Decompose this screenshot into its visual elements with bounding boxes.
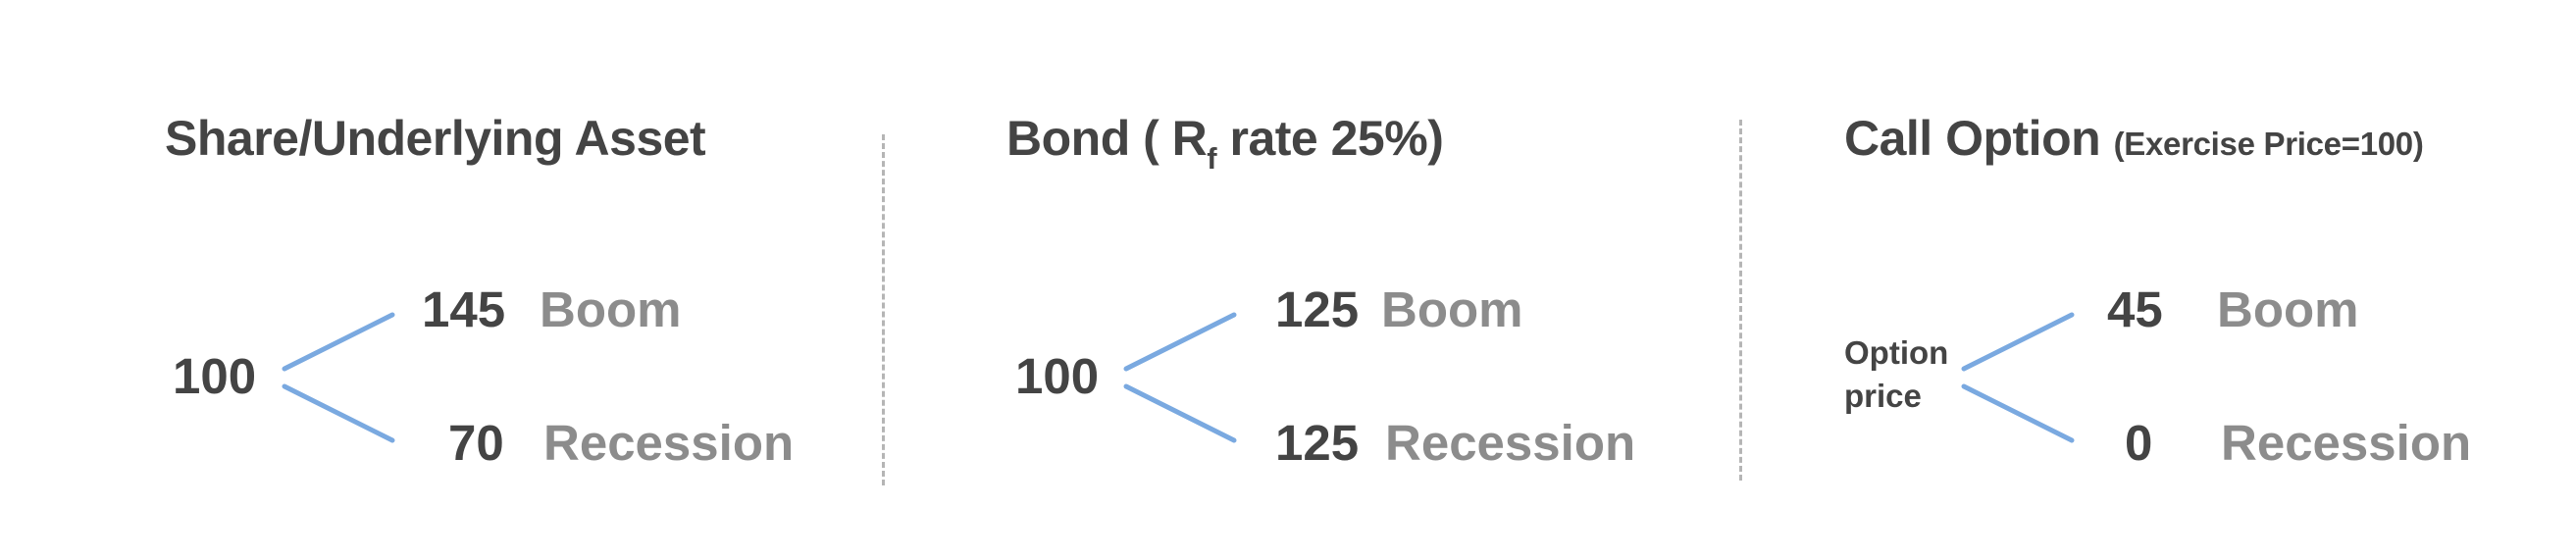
call-boom-value: 45 xyxy=(2107,281,2163,337)
bond-boom-label: Boom xyxy=(1381,281,1523,337)
call-title: Call Option (Exercise Price=100) xyxy=(1844,110,2424,167)
call-boom-label: Boom xyxy=(2217,281,2359,337)
share-branches xyxy=(282,312,395,443)
bond-up-branch xyxy=(1123,312,1237,372)
bond-title-subscript: f xyxy=(1207,140,1217,176)
share-title: Share/Underlying Asset xyxy=(165,111,706,166)
option-price-line1: Option xyxy=(1844,334,1949,371)
option-price-label: Option price xyxy=(1844,331,1948,418)
share-recession-label: Recession xyxy=(543,415,795,471)
option-price-line2: price xyxy=(1844,378,1922,414)
divider-1 xyxy=(882,134,885,485)
bond-down-branch xyxy=(1123,383,1237,443)
bond-recession-value: 125 xyxy=(1275,415,1360,471)
share-boom-label: Boom xyxy=(540,281,682,337)
bond-title-prefix: Bond ( R xyxy=(1006,111,1208,166)
bond-boom-value: 125 xyxy=(1275,281,1360,337)
share-recession-value: 70 xyxy=(448,415,504,471)
share-down-branch xyxy=(282,383,395,443)
bond-title: Bond ( Rf rate 25%) xyxy=(1006,110,1444,174)
bond-title-suffix: rate 25%) xyxy=(1216,111,1444,166)
call-title-main: Call Option xyxy=(1844,111,2101,166)
share-start-value: 100 xyxy=(173,348,257,404)
share-up-branch xyxy=(282,312,395,372)
call-branches xyxy=(1961,312,2075,443)
call-title-note: (Exercise Price=100) xyxy=(2113,126,2424,162)
bond-start-value: 100 xyxy=(1015,348,1100,404)
call-down-branch xyxy=(1961,383,2075,443)
share-boom-value: 145 xyxy=(422,281,506,337)
bond-branches xyxy=(1123,312,1237,443)
call-recession-label: Recession xyxy=(2221,415,2472,471)
call-up-branch xyxy=(1961,312,2075,372)
divider-2 xyxy=(1739,120,1742,481)
bond-recession-label: Recession xyxy=(1385,415,1636,471)
call-recession-value: 0 xyxy=(2125,415,2153,471)
